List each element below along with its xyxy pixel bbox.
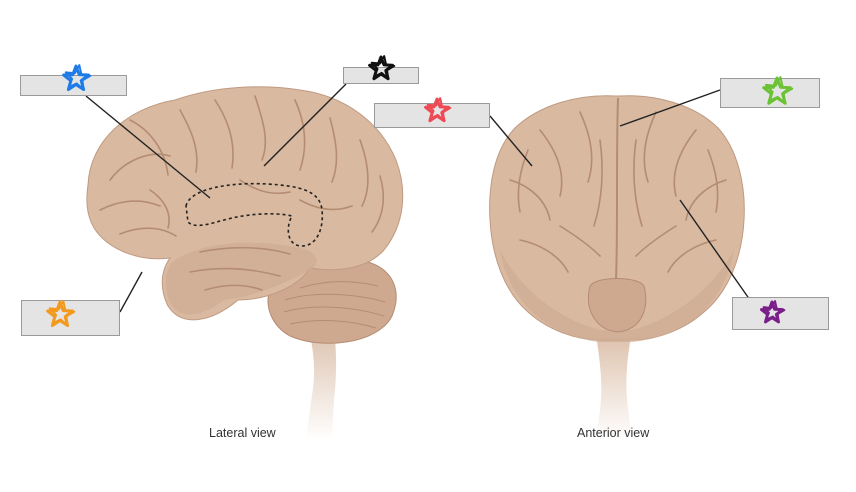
lateral-gyri bbox=[99, 95, 385, 291]
leader-line-orange bbox=[119, 271, 143, 313]
label-box-blue[interactable] bbox=[20, 75, 127, 96]
anterior-view-caption: Anterior view bbox=[577, 426, 650, 440]
leader-line-blue bbox=[85, 95, 211, 199]
anterior-brain bbox=[489, 95, 745, 440]
insula-outline bbox=[185, 182, 324, 247]
leader-line-green bbox=[619, 89, 721, 127]
label-box-black[interactable] bbox=[343, 67, 419, 84]
label-box-purple[interactable] bbox=[732, 297, 829, 330]
leader-line-red bbox=[489, 115, 533, 167]
anterior-gyri bbox=[509, 111, 727, 273]
label-box-red[interactable] bbox=[374, 103, 490, 128]
leader-lines bbox=[85, 83, 751, 313]
label-box-orange[interactable] bbox=[21, 300, 120, 336]
label-box-green[interactable] bbox=[720, 78, 820, 108]
lateral-view-caption: Lateral view bbox=[209, 426, 276, 440]
lateral-brain bbox=[86, 86, 404, 440]
anterior-brainstem bbox=[594, 320, 634, 440]
lateral-cerebrum bbox=[86, 86, 404, 321]
leader-line-black bbox=[263, 83, 347, 167]
leader-line-purple bbox=[679, 199, 751, 301]
